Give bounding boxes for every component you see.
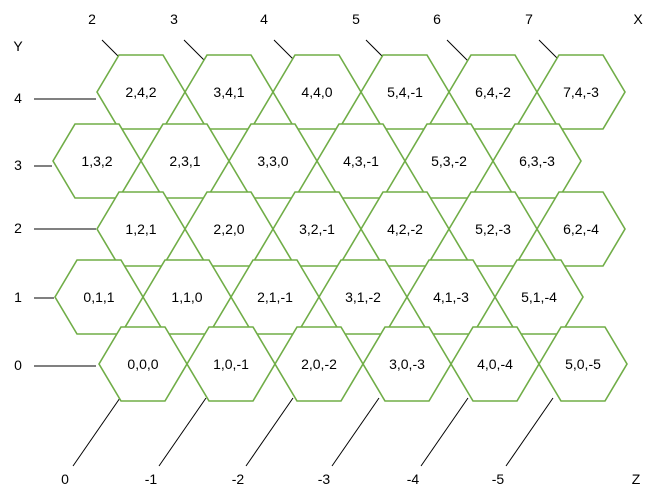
z-axis-pointer-line [158,397,207,467]
hex-coordinate-label: 5,4,-1 [387,84,423,100]
y-axis-tick-label: 1 [14,289,22,305]
hex-coordinate-label: 2,1,-1 [257,289,293,305]
x-axis-name: X [633,11,643,27]
hex-coordinate-label: 5,1,-4 [521,289,557,305]
hex-coordinate-label: 2,4,2 [125,84,156,100]
hex-coordinate-label: 4,2,-2 [387,221,423,237]
z-axis-tick-label: -5 [492,471,505,487]
hex-coordinate-label: 3,0,-3 [389,356,425,372]
hex-coordinate-label: 4,0,-4 [477,356,513,372]
z-axis-tick-label: -3 [318,471,331,487]
z-axis-pointer-line [420,397,469,467]
hex-coordinate-label: 5,0,-5 [565,356,601,372]
x-axis-tick-label: 5 [352,11,360,27]
y-axis-tick-label: 3 [14,157,22,173]
hex-coordinate-label: 3,1,-2 [345,289,381,305]
hex-coordinate-label: 3,3,0 [257,153,288,169]
hex-coordinate-label: 0,1,1 [83,289,114,305]
hex-coordinate-label: 1,2,1 [125,221,156,237]
hex-coordinate-label: 6,2,-4 [563,221,599,237]
hex-coordinate-label: 3,2,-1 [299,221,335,237]
y-axis-tick-label: 0 [14,357,22,373]
z-axis-tick-label: 0 [61,471,69,487]
hex-coordinate-label: 4,4,0 [301,84,332,100]
y-axis-tick-label: 4 [14,90,22,106]
x-axis-tick-label: 6 [433,11,441,27]
x-axis-pointer-line [446,39,470,63]
x-axis-pointer-line [183,39,207,63]
hex-coordinate-label: 3,4,1 [213,84,244,100]
z-axis-name: Z [632,471,641,487]
x-axis-tick-label: 7 [525,11,533,27]
hex-coordinate-label: 5,2,-3 [475,221,511,237]
z-axis-pointer-line [72,397,121,467]
z-axis-pointer-line [505,397,554,467]
hex-coordinate-label: 4,3,-1 [343,153,379,169]
hex-coordinate-label: 6,3,-3 [519,153,555,169]
hex-coordinate-label: 1,3,2 [81,153,112,169]
hex-coordinate-label: 2,2,0 [213,221,244,237]
z-axis-tick-label: -4 [407,471,420,487]
hex-coordinate-label: 7,4,-3 [563,84,599,100]
z-axis-tick-label: -2 [232,471,245,487]
hex-coordinate-label: 1,0,-1 [213,356,249,372]
hex-coordinate-label: 4,1,-3 [433,289,469,305]
hex-coordinate-label: 0,0,0 [127,356,158,372]
z-axis-pointer-line [331,397,380,467]
hex-cell [538,326,628,402]
x-axis-tick-label: 4 [260,11,268,27]
x-axis-tick-label: 3 [170,11,178,27]
hex-coordinate-label: 2,3,1 [169,153,200,169]
z-axis-tick-label: -1 [145,471,158,487]
y-axis-tick-label: 2 [14,220,22,236]
z-axis-pointer-line [245,397,294,467]
x-axis-tick-label: 2 [88,11,96,27]
hex-coordinate-label: 1,1,0 [171,289,202,305]
hex-coordinate-label: 6,4,-2 [475,84,511,100]
y-axis-name: Y [13,38,23,54]
hex-coordinate-label: 5,3,-2 [431,153,467,169]
hex-coordinate-label: 2,0,-2 [301,356,337,372]
